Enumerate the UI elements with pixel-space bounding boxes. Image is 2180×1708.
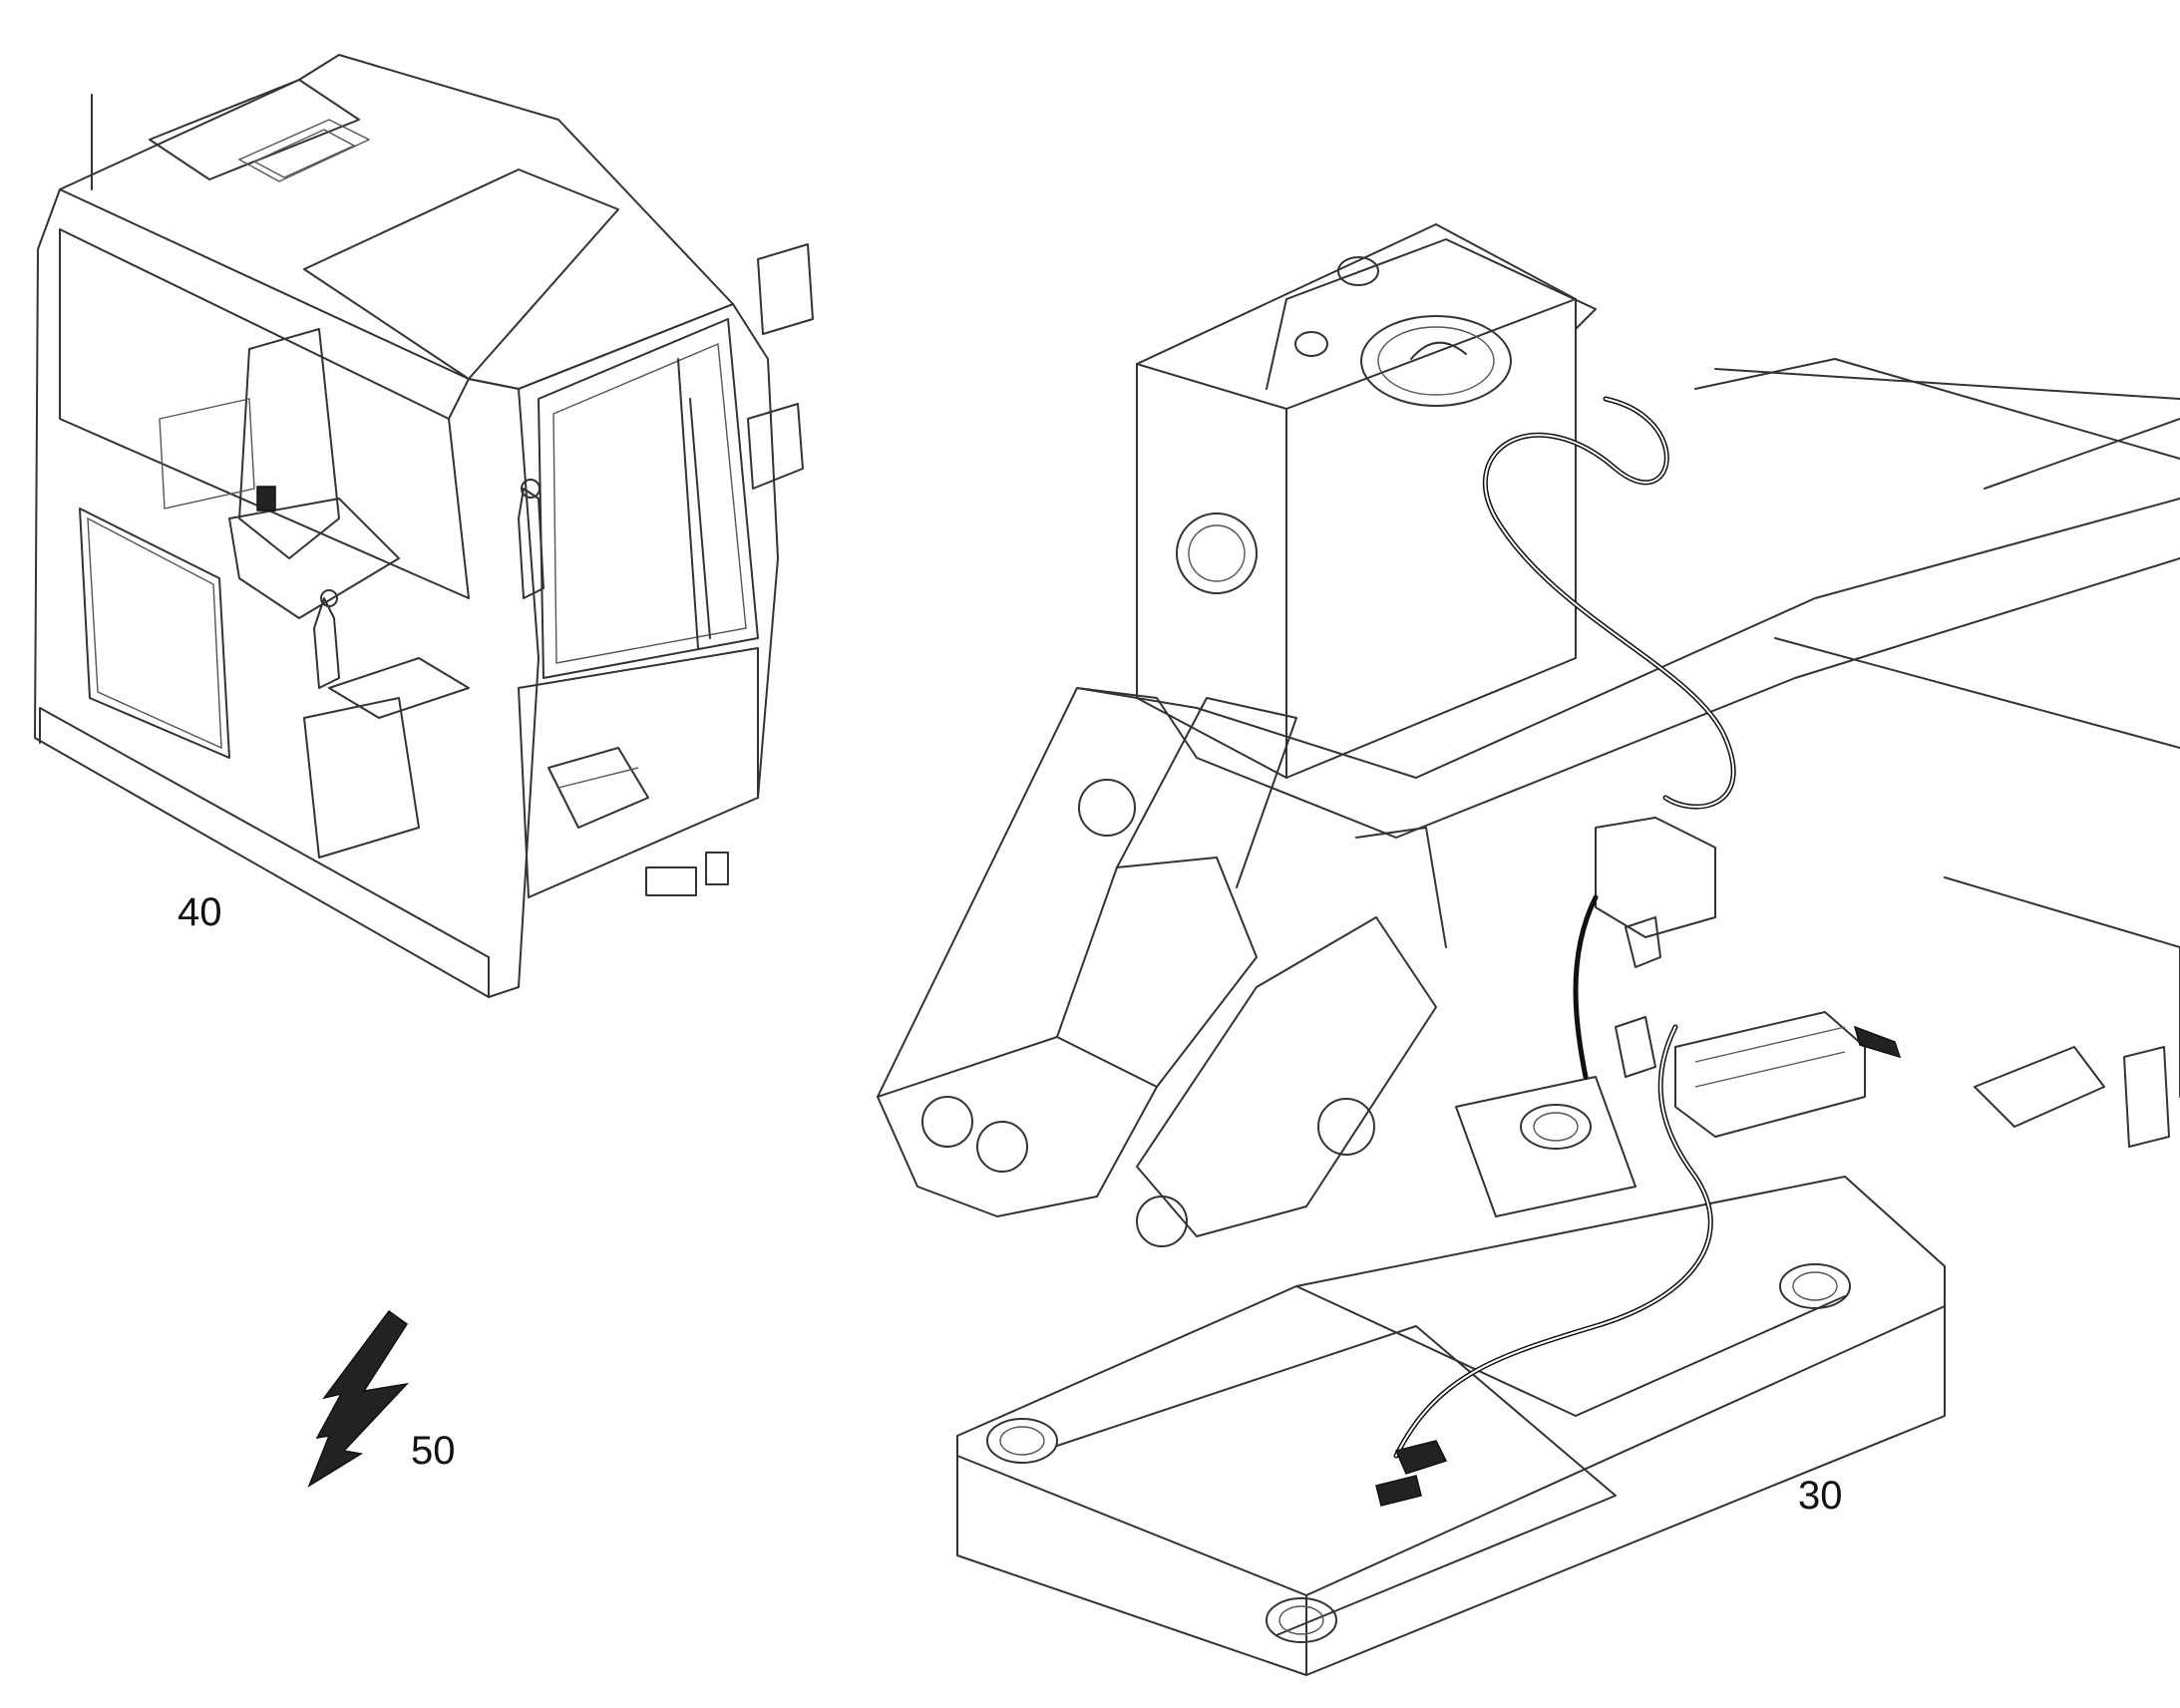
hydraulic-hoses bbox=[1375, 396, 1902, 1507]
upper-frame-assembly bbox=[877, 223, 2180, 1676]
callout-electrical: 50 bbox=[411, 1429, 456, 1473]
operator-cab bbox=[34, 54, 814, 998]
callout-frame: 30 bbox=[1798, 1474, 1843, 1518]
callout-cab: 40 bbox=[178, 890, 222, 934]
lightning-bolt-icon bbox=[307, 1309, 410, 1488]
